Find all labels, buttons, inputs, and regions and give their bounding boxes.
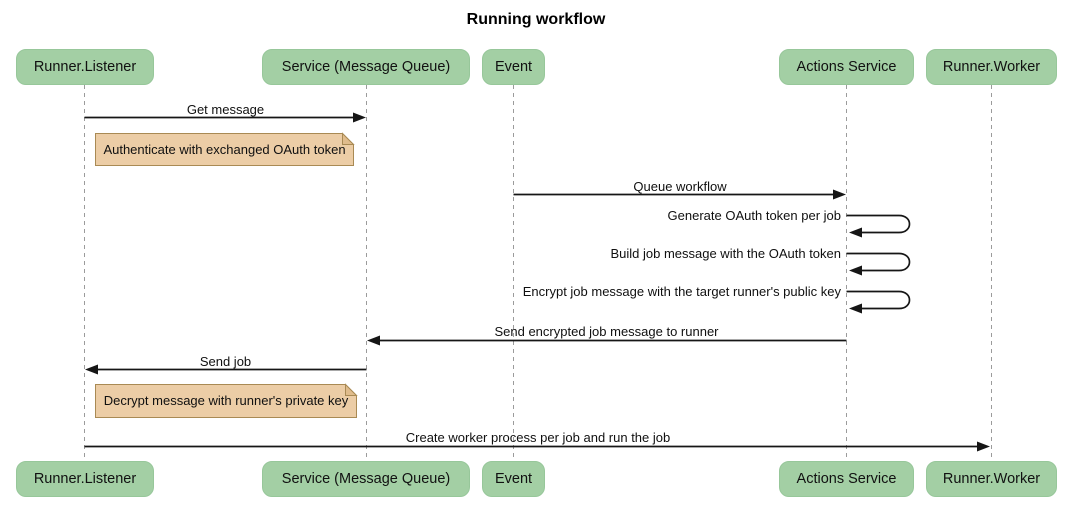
message-label-send-encrypted: Send encrypted job message to runner [494, 324, 719, 339]
message-label-encrypt-job-message: Encrypt job message with the target runn… [522, 284, 841, 299]
note-fold-icon [345, 383, 358, 396]
message-label-build-job-message: Build job message with the OAuth token [610, 246, 841, 261]
message-label-send-job: Send job [199, 354, 252, 369]
arrowhead-right-icon [353, 112, 366, 123]
message-label-create-worker: Create worker process per job and run th… [405, 430, 671, 445]
self-message-loop-encrypt-job-message [846, 290, 911, 310]
arrowhead-left-icon [367, 335, 380, 346]
note-fold-icon [342, 132, 355, 145]
diagram-title: Running workflow [466, 11, 606, 28]
participant-top-runner-listener: Runner.Listener [16, 49, 154, 85]
arrowhead-right-icon [833, 189, 846, 200]
participant-top-runner-worker: Runner.Worker [926, 49, 1057, 85]
note-shape-decrypt [95, 384, 357, 418]
self-message-loop-build-job-message [846, 252, 911, 272]
participant-top-service-message-queue: Service (Message Queue) [262, 49, 470, 85]
participant-bottom-service-message-queue: Service (Message Queue) [262, 461, 470, 497]
participant-top-event: Event [482, 49, 545, 85]
participant-top-actions-service: Actions Service [779, 49, 914, 85]
participant-bottom-event: Event [482, 461, 545, 497]
arrowhead-left-icon [849, 227, 862, 238]
arrowhead-right-icon [977, 441, 990, 452]
participant-bottom-runner-worker: Runner.Worker [926, 461, 1057, 497]
message-label-get-message: Get message [186, 102, 265, 117]
note-shape-authenticate [95, 133, 354, 166]
participant-bottom-actions-service: Actions Service [779, 461, 914, 497]
message-label-generate-token: Generate OAuth token per job [667, 208, 841, 223]
participant-bottom-runner-listener: Runner.Listener [16, 461, 154, 497]
message-label-queue-workflow: Queue workflow [633, 179, 727, 194]
arrowhead-left-icon [85, 364, 98, 375]
note-label-decrypt: Decrypt message with runner's private ke… [103, 393, 349, 408]
note-label-authenticate: Authenticate with exchanged OAuth token [103, 142, 346, 157]
arrowhead-left-icon [849, 303, 862, 314]
self-message-loop-generate-token [846, 214, 911, 234]
arrowhead-left-icon [849, 265, 862, 276]
